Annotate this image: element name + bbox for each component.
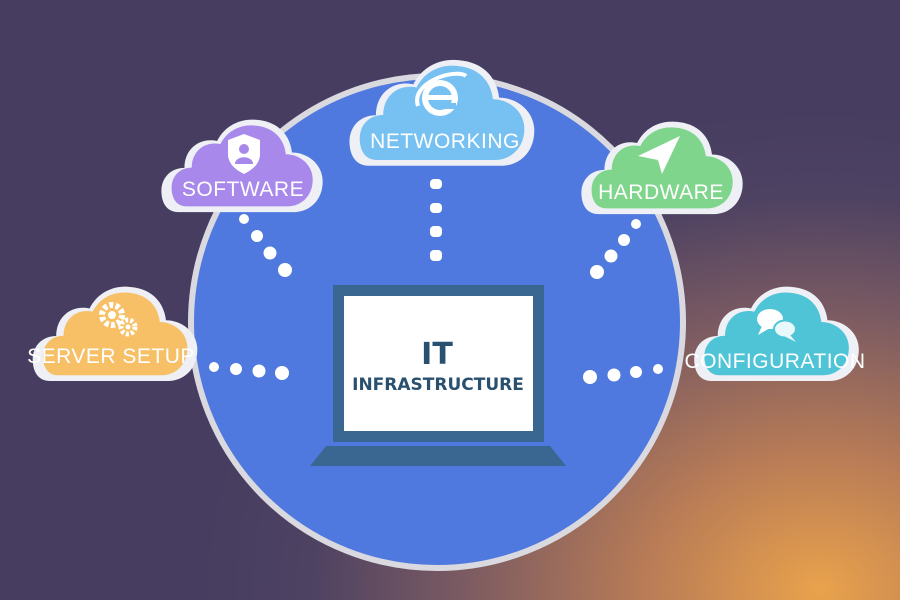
connector-dots-hardware <box>590 219 641 279</box>
cloud-configuration-label: CONFIGURATION <box>684 350 865 373</box>
cloud-hardware-label: HARDWARE <box>598 181 724 204</box>
cloud-hardware: HARDWARE <box>581 121 743 215</box>
cloud-server-setup: SERVER SETUP <box>27 286 198 382</box>
cloud-software-label: SOFTWARE <box>182 178 304 201</box>
connector-dots-configuration <box>583 364 663 384</box>
screen-title: IT <box>421 337 453 372</box>
gears-icon <box>99 302 138 337</box>
connector-dots-server-setup <box>209 362 289 380</box>
shield-user-icon <box>228 134 260 174</box>
laptop-base <box>310 446 566 466</box>
cloud-software: SOFTWARE <box>161 119 323 213</box>
cloud-server-setup-label: SERVER SETUP <box>27 345 195 368</box>
connector-dots-software <box>239 214 292 277</box>
paper-plane-icon <box>638 136 680 174</box>
screen-subtitle: INFRASTRUCTURE <box>352 375 524 395</box>
laptop-screen <box>344 296 533 431</box>
cloud-networking-label: NETWORKING <box>370 130 520 153</box>
internet-explorer-icon <box>415 71 468 116</box>
cloud-configuration: CONFIGURATION <box>684 286 865 382</box>
connector-dots-networking <box>430 179 442 261</box>
cloud-networking: NETWORKING <box>349 59 535 166</box>
laptop: IT INFRASTRUCTURE <box>310 285 566 466</box>
chat-bubbles-icon <box>757 309 797 342</box>
